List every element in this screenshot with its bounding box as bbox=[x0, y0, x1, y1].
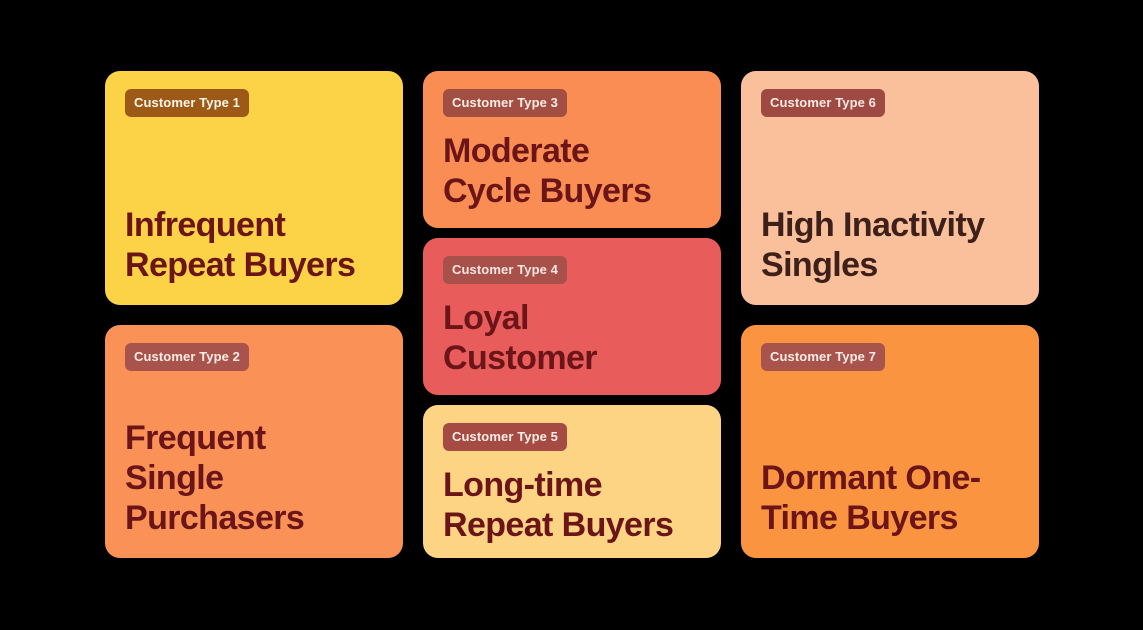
customer-type-card-7[interactable]: Customer Type 7 Dormant One- Time Buyers bbox=[741, 324, 1039, 558]
card-title-1: Infrequent Repeat Buyers bbox=[125, 205, 356, 284]
card-title-2: Frequent Single Purchasers bbox=[125, 419, 305, 537]
customer-type-card-2[interactable]: Customer Type 2 Frequent Single Purchase… bbox=[105, 324, 403, 558]
card-title-7: Dormant One- Time Buyers bbox=[761, 459, 981, 537]
card-badge-7: Customer Type 7 bbox=[761, 342, 886, 371]
card-grid: Customer Type 1 Infrequent Repeat Buyers… bbox=[105, 71, 1039, 558]
customer-type-card-6[interactable]: Customer Type 6 High Inactivity Singles bbox=[741, 71, 1039, 305]
card-column-middle: Customer Type 3 Moderate Cycle Buyers Cu… bbox=[423, 71, 721, 558]
card-title-4: Loyal Customer bbox=[443, 299, 598, 377]
card-title-6: High Inactivity Singles bbox=[761, 205, 985, 284]
card-badge-4: Customer Type 4 bbox=[443, 256, 568, 284]
customer-type-card-1[interactable]: Customer Type 1 Infrequent Repeat Buyers bbox=[105, 71, 403, 305]
card-title-5: Long-time Repeat Buyers bbox=[443, 466, 674, 544]
customer-type-card-3[interactable]: Customer Type 3 Moderate Cycle Buyers bbox=[423, 71, 721, 228]
card-title-3: Moderate Cycle Buyers bbox=[443, 132, 652, 210]
card-badge-1: Customer Type 1 bbox=[125, 89, 250, 117]
card-badge-5: Customer Type 5 bbox=[443, 423, 568, 451]
customer-type-card-4[interactable]: Customer Type 4 Loyal Customer bbox=[423, 238, 721, 395]
card-badge-3: Customer Type 3 bbox=[443, 89, 568, 117]
customer-type-card-5[interactable]: Customer Type 5 Long-time Repeat Buyers bbox=[423, 405, 721, 558]
card-badge-6: Customer Type 6 bbox=[761, 89, 886, 117]
card-badge-2: Customer Type 2 bbox=[125, 342, 250, 371]
